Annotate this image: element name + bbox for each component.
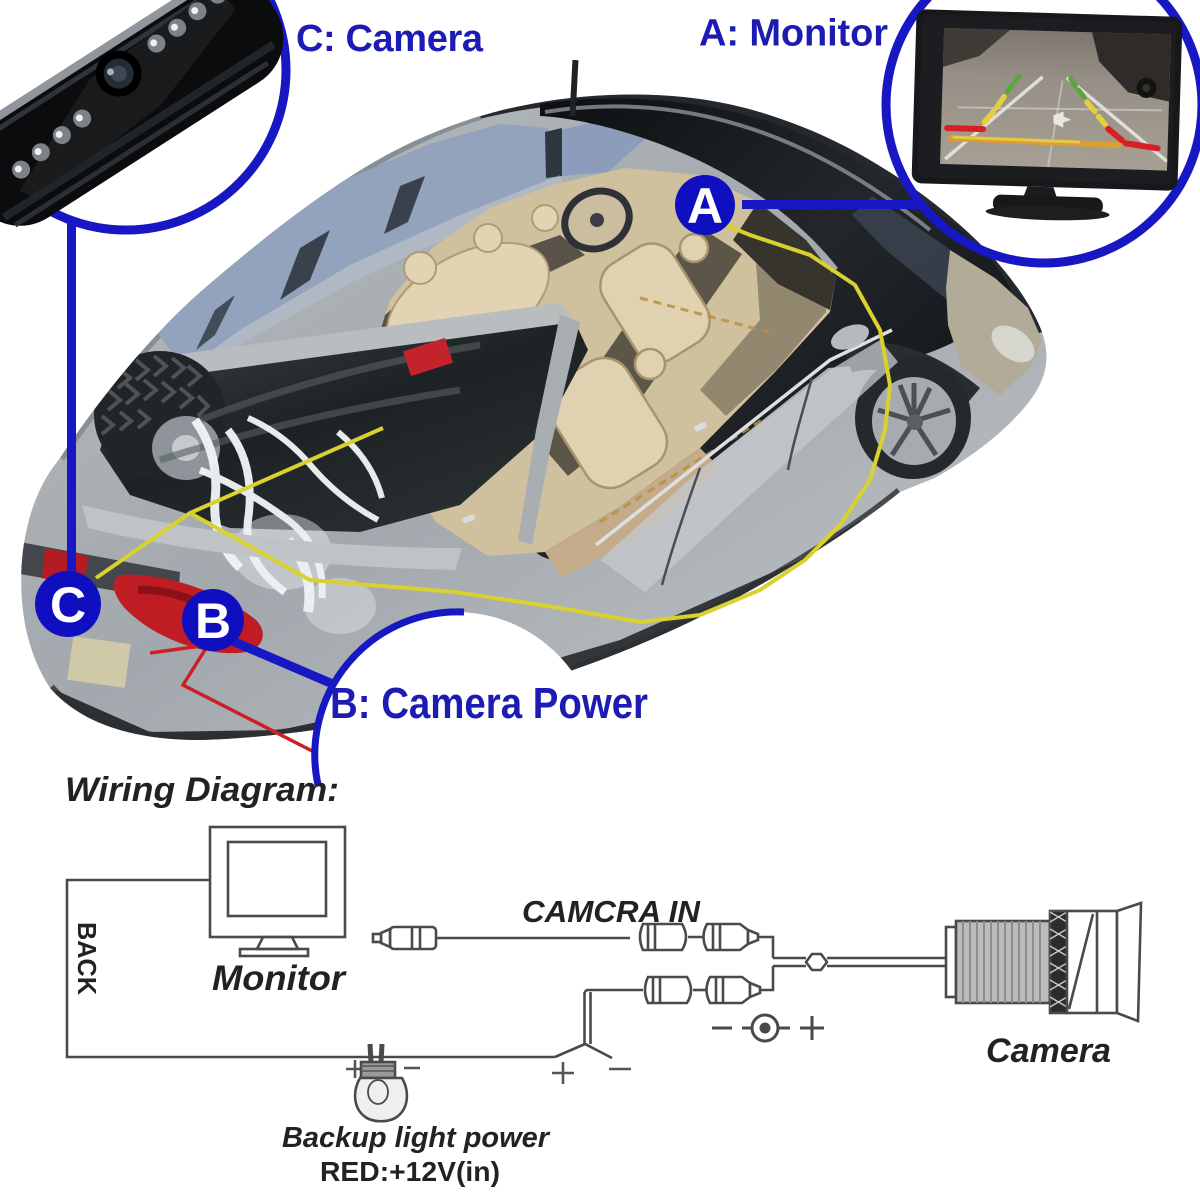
svg-text:C: Camera: C: Camera	[296, 18, 484, 60]
svg-text:Monitor: Monitor	[212, 959, 347, 998]
svg-text:A: Monitor: A: Monitor	[699, 13, 888, 55]
svg-text:Wiring Diagram:: Wiring Diagram:	[65, 771, 339, 809]
svg-text:BACK: BACK	[72, 922, 102, 995]
svg-text:Camera: Camera	[986, 1032, 1111, 1070]
svg-text:A: A	[687, 178, 723, 234]
svg-text:RED:+12V(in): RED:+12V(in)	[320, 1156, 500, 1187]
svg-text:B: Camera Power: B: Camera Power	[330, 679, 648, 728]
svg-text:Backup light power: Backup light power	[282, 1122, 551, 1154]
svg-text:CAMCRA IN: CAMCRA IN	[522, 894, 701, 929]
svg-text:B: B	[195, 593, 231, 649]
svg-text:C: C	[50, 577, 86, 633]
